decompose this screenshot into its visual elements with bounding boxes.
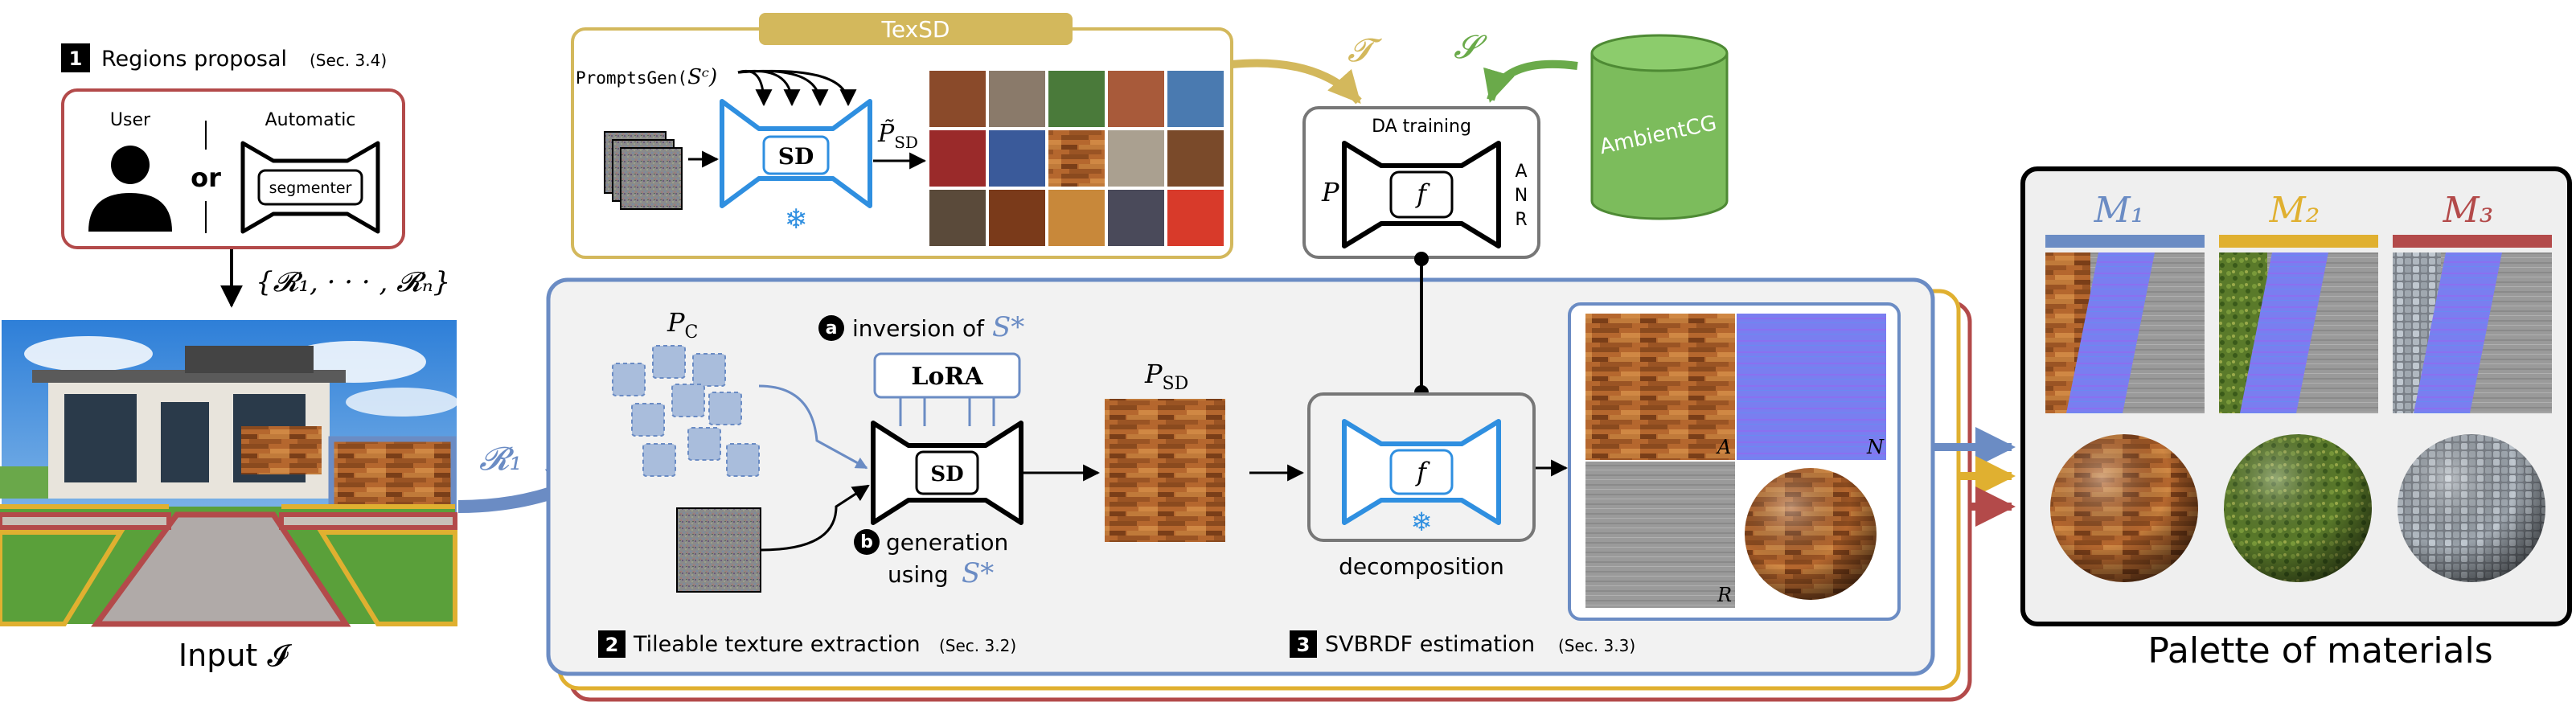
prompts-gen-label: PromptsGen(Sᶜ)	[576, 65, 717, 89]
material-3-label: M₃	[2443, 190, 2494, 231]
user-icon	[88, 146, 172, 232]
segmenter-label: segmenter	[269, 179, 352, 197]
material-3-maps	[2393, 252, 2552, 413]
step1-number-badge	[61, 43, 90, 72]
render-sphere-shade	[1745, 468, 1877, 600]
step2-sd-model: SD	[871, 421, 1023, 525]
step2-label: 2 Tileable texture extraction (Sec. 3.2)	[598, 630, 1016, 658]
s-arrow	[1483, 60, 1578, 103]
pc-to-sd-arrow	[758, 384, 868, 470]
texsd-title: TexSD	[881, 16, 950, 43]
lora-block: LoRA	[873, 352, 1021, 426]
roughness-map-label: R	[1717, 584, 1732, 606]
albedo-map-label: A	[1716, 436, 1731, 458]
badge-b-label: b	[860, 532, 873, 552]
s-label: 𝓢	[1454, 29, 1487, 66]
palette-title: Palette of materials	[2147, 630, 2492, 671]
using-label: using	[888, 561, 949, 588]
step3-number: 3	[1297, 634, 1311, 656]
link-dot-top	[1414, 252, 1429, 266]
user-label: User	[110, 110, 151, 130]
texsd-sd-label: SD	[778, 143, 814, 170]
badge-b	[854, 529, 880, 555]
texsd-box: TexSD PromptsGen(Sᶜ) SD ❄ P̃SD	[571, 13, 1233, 259]
ambientcg-database-icon: AmbientCG	[1590, 34, 1729, 220]
snowflake-icon: ❄	[785, 203, 808, 236]
material-1-sphere-shade	[2050, 434, 2198, 582]
material-2-bar	[2219, 235, 2378, 248]
step2-sd-label: SD	[930, 462, 963, 486]
texsd-title-badge	[759, 13, 1073, 45]
badge-a-label: a	[826, 318, 838, 339]
material-3-sphere-shade	[2398, 434, 2545, 582]
step2-noise-image	[676, 507, 761, 593]
da-anr-r: R	[1515, 210, 1527, 230]
da-p-label: P	[1321, 177, 1339, 207]
noise-to-sd-arrow-2	[760, 484, 870, 552]
psd-texture	[1105, 399, 1225, 542]
step2-title: Tileable texture extraction	[633, 632, 921, 657]
step2-number: 2	[605, 634, 619, 656]
step1-sec: (Sec. 3.4)	[310, 51, 387, 70]
material-2-label: M₂	[2269, 190, 2320, 231]
patch-cloud	[612, 345, 760, 477]
material-1-maps	[2045, 252, 2205, 413]
material-2-sphere-shade	[2224, 434, 2372, 582]
lora-label: LoRA	[911, 363, 983, 391]
badge-a	[818, 315, 844, 341]
inversion-label: inversion of	[852, 315, 985, 342]
step2-inversion-note: a inversion of S*	[818, 311, 1024, 343]
inversion-s-star: S*	[992, 311, 1024, 343]
or-label: or	[191, 162, 221, 193]
roughness-map	[1585, 462, 1735, 608]
tau-arrow	[1231, 59, 1362, 105]
da-title: DA training	[1372, 117, 1471, 137]
material-2-maps	[2219, 252, 2378, 413]
albedo-map	[1585, 314, 1735, 460]
step3-title: SVBRDF estimation	[1325, 632, 1535, 657]
texsd-sd-model: SD	[720, 99, 872, 208]
material-1-bar	[2045, 235, 2205, 248]
automatic-label: Automatic	[265, 110, 356, 130]
input-label: Input 𝓘	[178, 638, 292, 673]
da-anr-a: A	[1515, 162, 1527, 182]
step2-number-badge	[598, 630, 626, 658]
palette-box: M₁ M₂ M₃	[2020, 166, 2572, 626]
texture-samples-grid	[929, 71, 1224, 246]
step3-sec: (Sec. 3.3)	[1558, 636, 1635, 655]
step3-number-badge	[1290, 630, 1317, 658]
step1-header: 1 Regions proposal (Sec. 3.4)	[61, 43, 387, 72]
region-proposal-box: User or Automatic segmenter	[61, 88, 405, 249]
normal-map	[1737, 314, 1886, 460]
decomposition-block: f ❄	[1307, 392, 1536, 542]
normal-map-label: N	[1866, 436, 1885, 458]
step1-number: 1	[69, 47, 83, 70]
material-1-label: M₁	[2094, 190, 2145, 231]
da-training-box: DA training P f A N R	[1302, 106, 1540, 259]
segmenter-icon: segmenter	[240, 141, 380, 234]
tau-label: 𝓣	[1347, 32, 1383, 69]
input-image	[0, 320, 458, 627]
noise-stack	[604, 131, 683, 210]
step1-title: Regions proposal	[101, 47, 287, 72]
material-3-bar	[2393, 235, 2552, 248]
step2-generation-note: b generation using S*	[854, 529, 1008, 589]
svbrdf-maps-panel: A N R	[1568, 302, 1901, 621]
decomp-snowflake-icon: ❄	[1411, 507, 1433, 537]
generation-label: generation	[886, 529, 1008, 556]
step3-label: 3 SVBRDF estimation (Sec. 3.3)	[1290, 630, 1635, 658]
prompt-arrows	[737, 69, 857, 107]
region-arrow-label: 𝓡₁	[479, 441, 522, 478]
decomposition-label: decomposition	[1339, 553, 1504, 580]
da-anr-n: N	[1515, 186, 1528, 206]
regions-set-label: {𝓡₁, · · · , 𝓡ₙ}	[256, 266, 450, 298]
step2-sec: (Sec. 3.2)	[939, 636, 1016, 655]
generation-s-star: S*	[962, 557, 994, 589]
